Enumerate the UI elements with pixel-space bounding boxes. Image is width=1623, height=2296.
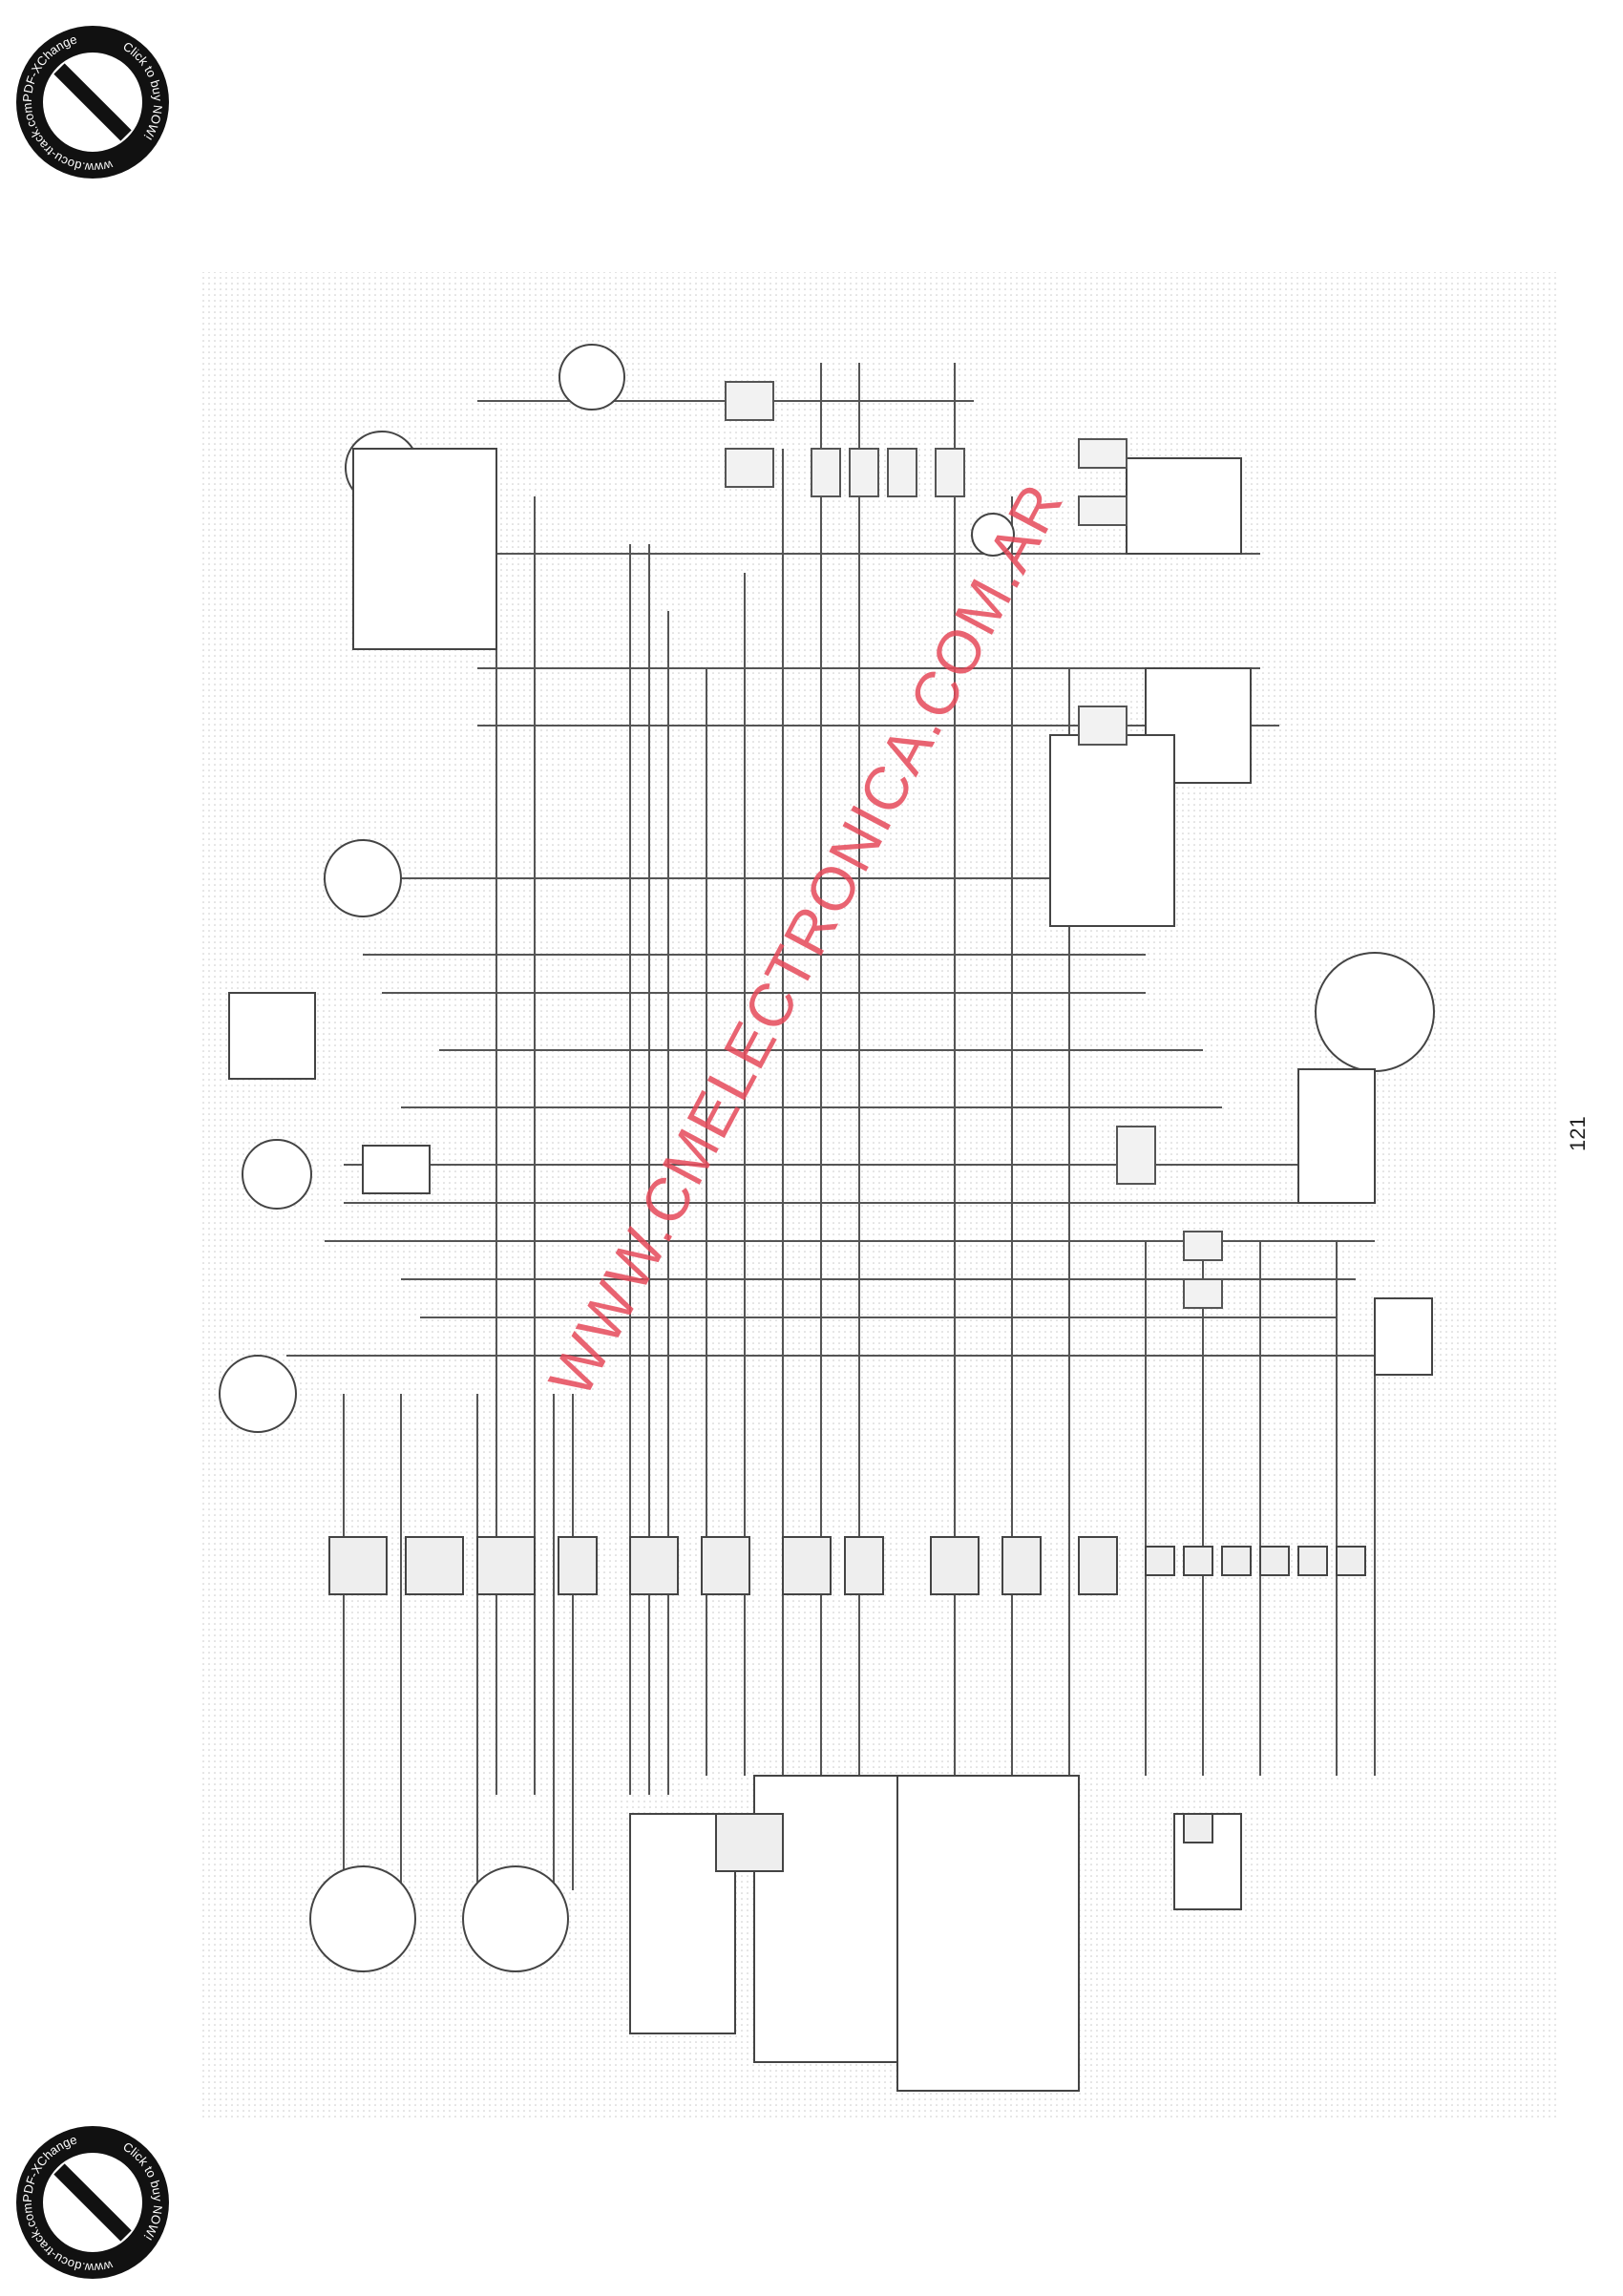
no-entry-icon: PDF-XChange Click to buy NOW! www.docu-t… [16,26,169,179]
no-entry-icon: PDF-XChange Click to buy NOW! www.docu-t… [16,2126,169,2279]
pdf-xchange-badge-bottom[interactable]: PDF-XChange Click to buy NOW! www.docu-t… [11,2121,174,2284]
page-number: 121 [1566,1116,1590,1151]
connector-row [328,1536,1366,1872]
pdf-xchange-badge-top[interactable]: PDF-XChange Click to buy NOW! www.docu-t… [11,21,174,183]
upper-connectors [725,381,1223,1309]
